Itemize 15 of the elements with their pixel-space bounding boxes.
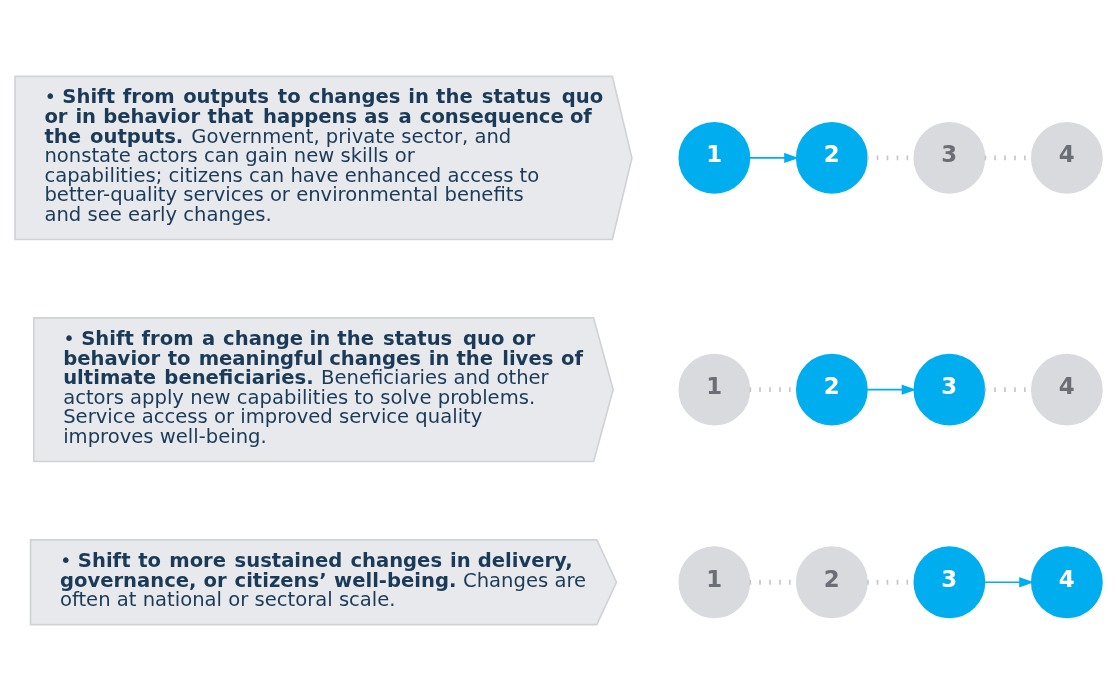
node-circle: 4 xyxy=(1030,353,1103,426)
arrow xyxy=(983,576,1034,587)
node-circle: 2 xyxy=(795,121,868,194)
node-circle: 4 xyxy=(1030,545,1103,618)
arrow xyxy=(866,384,917,395)
arrow xyxy=(748,152,799,163)
node-circle: 3 xyxy=(913,121,986,194)
node-circle: 3 xyxy=(913,545,986,618)
node-circle: 3 xyxy=(913,353,986,426)
node-circle: 2 xyxy=(795,545,868,618)
node-circle: 1 xyxy=(678,121,751,194)
node-circle: 1 xyxy=(678,545,751,618)
node-circle: 1 xyxy=(678,353,751,426)
node-circle: 2 xyxy=(795,353,868,426)
node-circle: 4 xyxy=(1030,121,1103,194)
